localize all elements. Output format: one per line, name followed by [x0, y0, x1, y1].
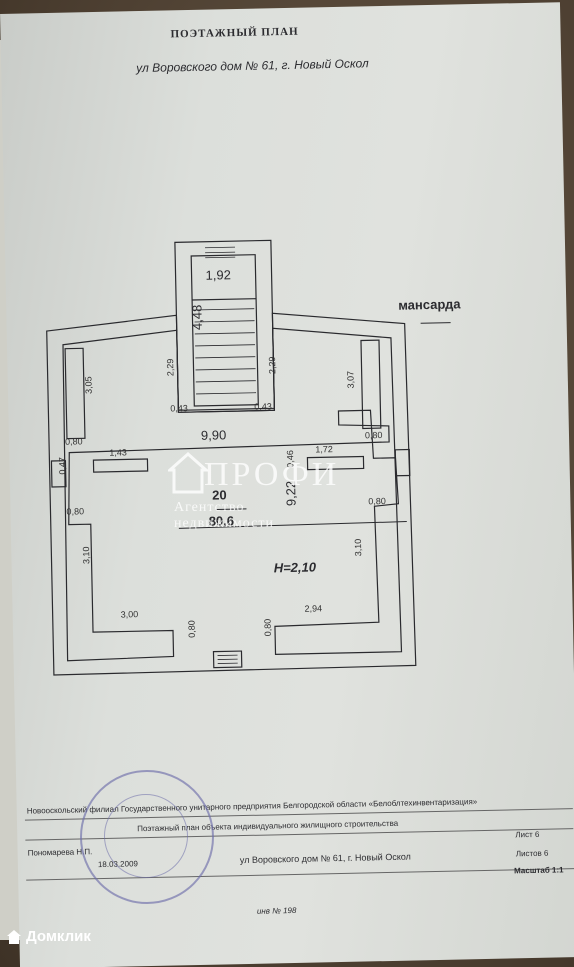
- dim-172: 1,72: [315, 444, 333, 455]
- dim-307: 3,07: [345, 370, 356, 389]
- inner-wall: [62, 327, 403, 662]
- dim-080-mr: 0,80: [368, 495, 386, 507]
- round-seal-stamp: [80, 770, 214, 904]
- dim-305: 3,05: [83, 376, 94, 395]
- dim-080-br: 0,80: [262, 618, 273, 637]
- stair-length-dim: 4,48: [189, 304, 205, 331]
- height-label: H=2,10: [273, 559, 317, 576]
- floor-label: мансарда: [398, 296, 461, 313]
- central-dim: 9,90: [200, 427, 227, 443]
- dim-043-left: 0,43: [170, 403, 188, 414]
- dim-310-right: 3,10: [352, 538, 364, 557]
- dim-229-left: 2,29: [165, 358, 176, 377]
- stair-width-dim: 1,92: [205, 267, 232, 283]
- watermark-brand: ПРОФИ: [204, 456, 340, 493]
- home-logo-icon: [7, 929, 21, 944]
- door-right: [394, 448, 411, 477]
- footer-sheets: Листов 6: [515, 848, 549, 859]
- dim-300: 3,00: [120, 609, 139, 620]
- dim-143: 1,43: [109, 447, 127, 458]
- house-watermark-icon: [168, 452, 208, 494]
- dim-047: 0,47: [57, 456, 68, 475]
- footer-inv-number: инв № 198: [256, 905, 297, 916]
- window-pocket-right: [360, 339, 382, 430]
- dim-080-tl: 0,80: [64, 436, 83, 447]
- footer-scale: Масштаб 1:1: [514, 865, 564, 876]
- watermark-tagline: Агентство недвижимости: [174, 500, 274, 531]
- door-bottom: [212, 650, 243, 669]
- window-pocket-left: [64, 347, 86, 440]
- footer-sheet: Лист 6: [515, 829, 540, 840]
- door-left: [50, 460, 67, 488]
- wall-segment-143: [92, 458, 149, 473]
- dim-294: 2,94: [304, 603, 323, 614]
- dim-080-bl: 0,80: [186, 620, 197, 638]
- dim-229-right: 2,29: [267, 356, 278, 375]
- wall-segment-172: [306, 455, 365, 471]
- dim-080-ml: 0,80: [66, 506, 85, 517]
- dim-043-right: 0,43: [254, 401, 272, 412]
- dim-310-left: 3,10: [80, 546, 92, 565]
- domclick-logo: Домклик: [6, 928, 91, 945]
- stair-tower-inner: [190, 254, 259, 407]
- dim-080-tr: 0,80: [364, 430, 383, 441]
- logo-text: Домклик: [26, 928, 91, 945]
- stair-steps: [194, 246, 257, 664]
